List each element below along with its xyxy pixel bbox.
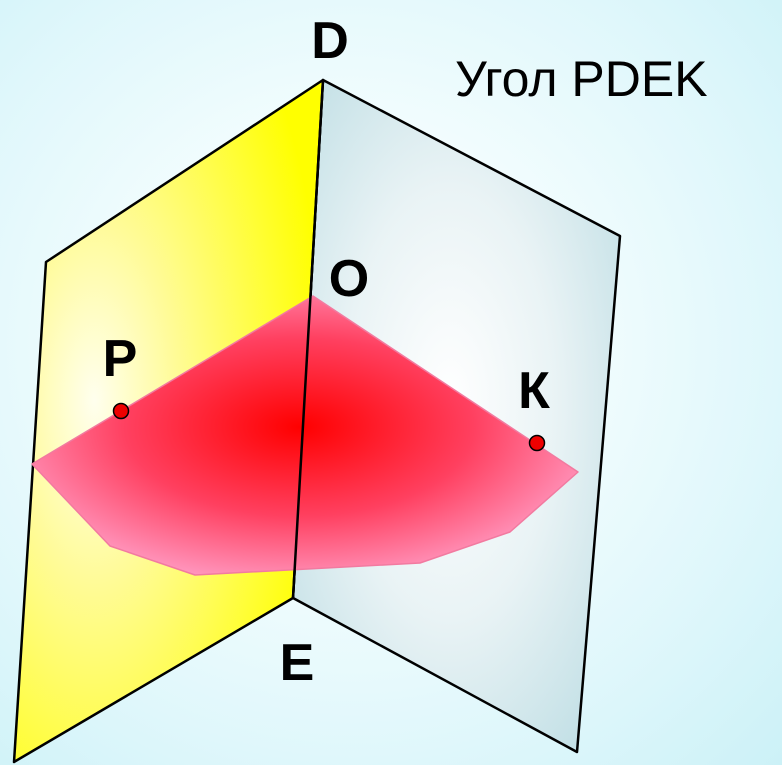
- label-p: P: [103, 330, 138, 388]
- point-p: [112, 402, 130, 420]
- label-e: E: [280, 634, 315, 692]
- slide-title: Угол PDEK: [455, 51, 708, 107]
- linear-angle-region: [31, 295, 579, 576]
- label-k: К: [518, 362, 550, 420]
- point-k: [528, 434, 546, 452]
- edge-de: [291, 78, 325, 600]
- label-o: O: [329, 250, 369, 308]
- label-d: D: [311, 12, 349, 70]
